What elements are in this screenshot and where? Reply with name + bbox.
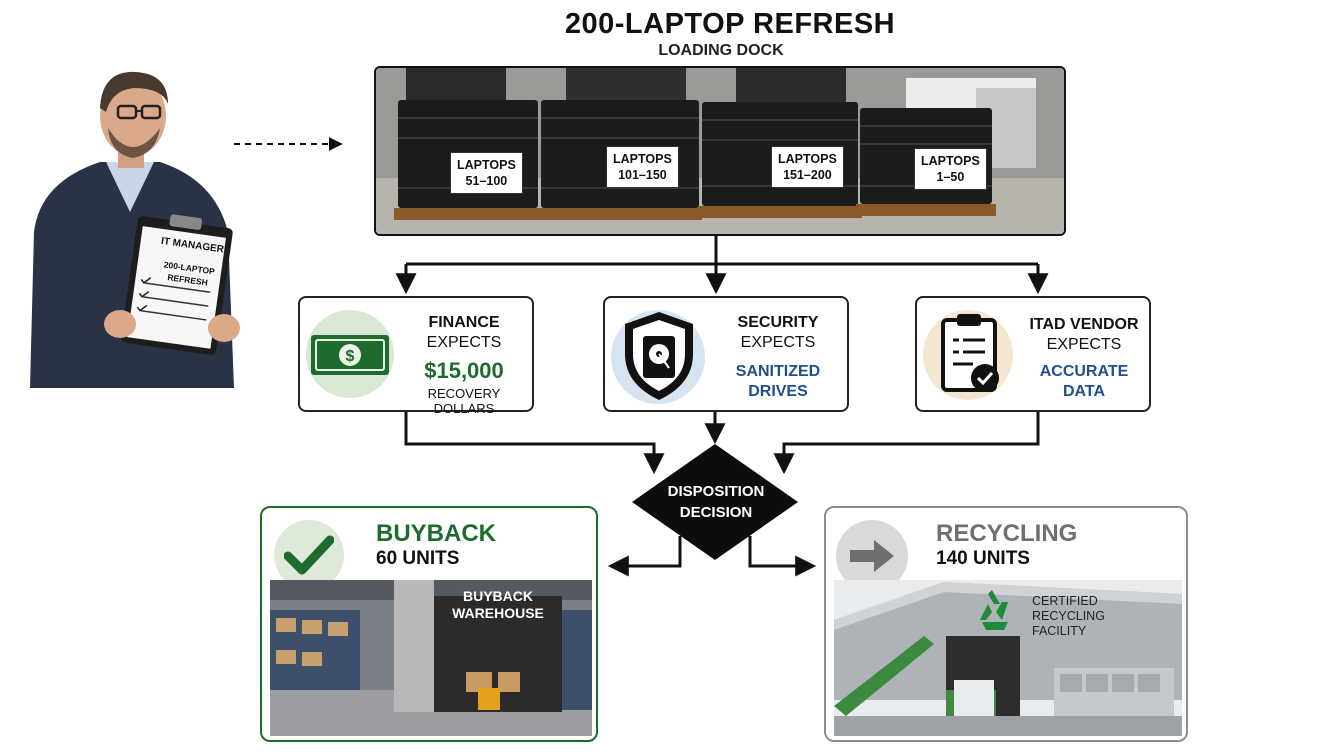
buyback-sign-line-1: BUYBACK: [463, 588, 533, 604]
security-expects: EXPECTS: [740, 334, 816, 351]
pallet-label-1: LAPTOPS 51–100: [450, 152, 523, 194]
recycling-sign-line-1: CERTIFIED: [1032, 594, 1098, 608]
pallet-label-4-line1: LAPTOPS: [921, 154, 980, 168]
security-value-2: DRIVES: [748, 383, 808, 400]
pallet-label-3: LAPTOPS 151–200: [771, 146, 844, 188]
recycling-sign-line-3: FACILITY: [1032, 624, 1087, 638]
pallet-label-4: LAPTOPS 1–50: [914, 148, 987, 190]
money-icon: $: [311, 335, 389, 375]
decision-line-2: DECISION: [679, 504, 753, 521]
buyback-warehouse-photo: [270, 580, 592, 736]
finance-sub: RECOVERY DOLLARS: [427, 386, 501, 416]
buyback-sign-line-2: WAREHOUSE: [452, 605, 544, 621]
svg-text:$: $: [346, 348, 355, 365]
pallet-label-2-line1: LAPTOPS: [613, 152, 672, 166]
decision-to-recycling: [748, 536, 817, 577]
finance-value: $15,000: [424, 358, 504, 383]
recycling-sign-line-2: RECYCLING: [1032, 609, 1105, 623]
itad-value-1: ACCURATE: [1039, 363, 1129, 380]
pallet-label-1-line2: 51–100: [465, 174, 508, 188]
loading-dock-photo: LAPTOPS 51–100 LAPTOPS 101–150 LAPTOPS 1…: [374, 66, 1066, 236]
buyback-panel: BUYBACK 60 UNITS BUYBACK WAREHOUSE: [260, 506, 598, 742]
decision-line-1: DISPOSITION: [667, 483, 765, 500]
recycling-units: 140 UNITS: [936, 548, 1030, 569]
pallet-label-3-line2: 151–200: [783, 168, 832, 182]
clipboard-check-icon: [941, 314, 999, 392]
buyback-sign: BUYBACK WAREHOUSE: [434, 588, 562, 622]
arrow-right-icon: [850, 540, 894, 572]
pallet-label-1-line1: LAPTOPS: [457, 158, 516, 172]
decision-label: DISPOSITION DECISION: [646, 481, 786, 523]
buyback-title: BUYBACK: [376, 520, 496, 547]
pallet-label-3-line1: LAPTOPS: [778, 152, 837, 166]
itad-title: ITAD VENDOR: [1029, 316, 1139, 333]
page-subtitle: LOADING DOCK: [658, 42, 784, 59]
finance-title: FINANCE: [428, 314, 500, 331]
shield-drive-icon: [625, 312, 693, 400]
it-manager-illustration: IT MANAGER 200-LAPTOP REFRESH: [10, 62, 240, 388]
itad-to-decision: [773, 412, 1040, 475]
security-value-1: SANITIZED: [735, 363, 821, 380]
page-title: 200-LAPTOP REFRESH: [564, 8, 896, 40]
decision-to-buyback: [607, 536, 682, 577]
checkmark-icon: [284, 535, 334, 575]
recycling-panel: RECYCLING 140 UNITS CERTIFIED RECYCLING …: [824, 506, 1188, 742]
itad-card: ITAD VENDOR EXPECTS ACCURATE DATA: [915, 296, 1151, 412]
recycling-facility-photo: [834, 580, 1182, 736]
pallet-label-2: LAPTOPS 101–150: [606, 146, 679, 188]
decision-diamond: [632, 444, 798, 560]
pallet-label-4-line2: 1–50: [936, 170, 965, 184]
itad-value-2: DATA: [1062, 383, 1106, 400]
pallet-label-2-line2: 101–150: [618, 168, 667, 182]
finance-to-decision: [404, 412, 665, 475]
buyback-units: 60 UNITS: [376, 548, 460, 569]
finance-expects: EXPECTS: [426, 334, 502, 351]
security-title: SECURITY: [737, 314, 819, 331]
security-card: SECURITY EXPECTS SANITIZED DRIVES: [603, 296, 849, 412]
recycling-title: RECYCLING: [936, 520, 1078, 547]
recycling-sign: CERTIFIED RECYCLING FACILITY: [1032, 594, 1132, 639]
itad-expects: EXPECTS: [1046, 336, 1122, 353]
finance-card: $ FINANCE EXPECTS $15,000 RECOVERY DOLLA…: [298, 296, 534, 416]
